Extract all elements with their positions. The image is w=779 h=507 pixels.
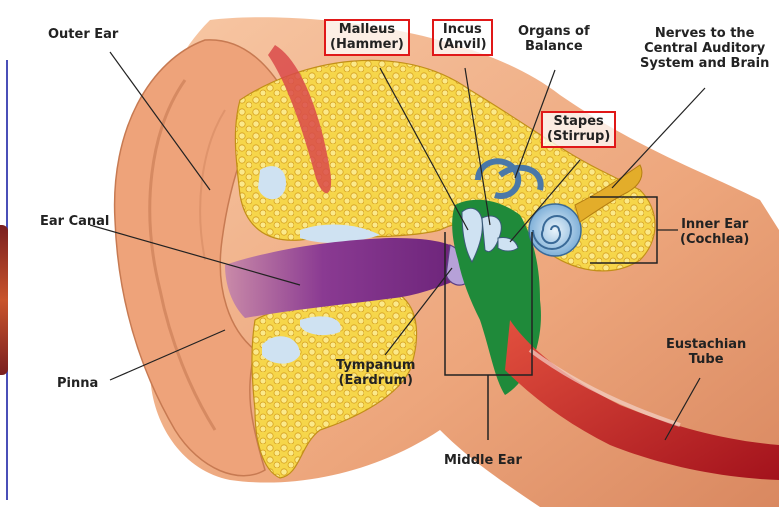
semicircular-canals xyxy=(475,158,544,199)
label-tympanum: Tympanum (Eardrum) xyxy=(336,358,416,388)
label-pinna: Pinna xyxy=(57,376,99,391)
label-outer-ear: Outer Ear xyxy=(48,27,119,42)
label-stapes: Stapes (Stirrup) xyxy=(541,111,617,148)
leader-stapes xyxy=(509,159,581,243)
ear-canal-shape xyxy=(225,238,470,318)
label-malleus: Malleus (Hammer) xyxy=(324,19,410,56)
leader-eustachian xyxy=(664,377,701,441)
leader-tympanum xyxy=(384,267,453,356)
cochlea-spiral xyxy=(532,215,573,250)
leader-nerves xyxy=(611,87,706,189)
leader-malleus xyxy=(379,67,469,231)
ossicle-malleus xyxy=(461,207,483,264)
leader-organs-balance xyxy=(514,69,556,179)
bone-cavity-2 xyxy=(300,224,380,243)
label-middle-ear: Middle Ear xyxy=(444,453,522,468)
leader-outer-ear xyxy=(109,51,211,191)
eustachian-tube-highlight xyxy=(528,348,681,427)
label-eustachian-tube: Eustachian Tube xyxy=(666,337,747,367)
leader-pinna xyxy=(109,329,226,381)
leader-incus xyxy=(464,67,491,226)
ossicle-stapes xyxy=(497,237,519,252)
left-edge-fragment xyxy=(0,225,8,375)
leader-ear-canal xyxy=(89,224,301,286)
ossicle-incus xyxy=(481,215,502,253)
auditory-nerve xyxy=(574,164,643,223)
upper-tissue-strip xyxy=(268,45,332,194)
cochlea-outer xyxy=(528,203,582,257)
bone-cavity-4 xyxy=(300,316,341,336)
bone-cavity-1 xyxy=(258,166,286,200)
eustachian-tube-shape xyxy=(505,320,779,480)
pinna-inner-fold xyxy=(199,109,226,261)
label-incus: Incus (Anvil) xyxy=(432,19,493,56)
label-nerves: Nerves to the Central Auditory System an… xyxy=(640,26,770,71)
pinna-fold xyxy=(148,79,217,431)
label-ear-canal: Ear Canal xyxy=(40,214,110,229)
label-inner-ear: Inner Ear (Cochlea) xyxy=(680,217,750,247)
bone-cavity-3 xyxy=(262,336,300,364)
label-organs-of-balance: Organs of Balance xyxy=(518,24,590,54)
